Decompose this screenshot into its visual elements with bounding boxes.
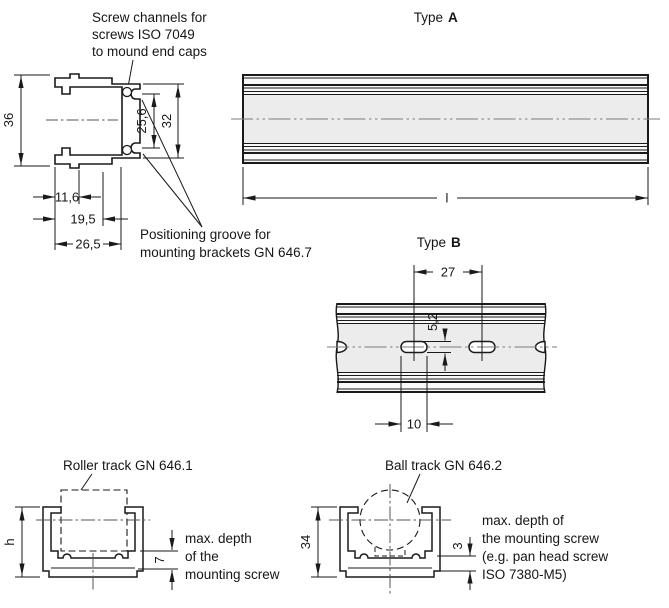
ball-note-line2: the mounting screw (482, 531, 599, 546)
type-a-title-letter: A (448, 10, 458, 25)
ball-note: max. depth of the mounting screw (e.g. p… (482, 513, 608, 582)
roller-note-line1: max. depth (185, 531, 252, 546)
ball-profile-outline (339, 506, 441, 578)
type-b-rail-lines (337, 302, 545, 394)
dimension-slot-pitch: 27 (413, 265, 483, 361)
striation-lines (243, 77, 648, 161)
dim-3-label: 3 (450, 542, 465, 549)
dim-34-label: 34 (298, 535, 313, 549)
dimension-32: 32 (143, 83, 184, 159)
positioning-note-line2: mounting brackets GN 646.7 (140, 245, 312, 260)
type-a-view: Type A l (231, 10, 660, 206)
ball-leader-line (406, 473, 421, 504)
dim-7-label: 7 (152, 556, 167, 563)
dim-25-6-label: 25,6 (134, 108, 149, 133)
ball-track-title: Ball track GN 646.2 (385, 458, 502, 473)
positioning-groove-note: Positioning groove for mounting brackets… (140, 227, 312, 260)
dimension-34: 34 (298, 506, 337, 578)
dim-11-6-label: 11,6 (55, 190, 79, 205)
striation-lines-thick (337, 313, 545, 383)
roller-profile-outline (42, 506, 144, 578)
striation-lines (337, 306, 545, 390)
dim-27-label: 27 (441, 265, 455, 280)
positioning-leader-bottom (142, 153, 203, 228)
dim-36-label: 36 (1, 113, 16, 127)
rail-edges (243, 73, 648, 165)
dim-32-label: 32 (159, 114, 174, 128)
dim-5-2-label: 5,2 (425, 313, 440, 331)
dim-10-label: 10 (407, 417, 421, 432)
positioning-leader-top (141, 99, 203, 228)
dim-length-label: l (446, 191, 449, 206)
type-b-title-letter: B (451, 235, 461, 250)
type-b-rail-center-band (337, 324, 545, 372)
dimension-h: h (2, 506, 40, 578)
roller-note-line3: mounting screw (185, 567, 280, 582)
dimension-length: l (242, 167, 649, 206)
dimension-slot-height: 5,2 (420, 313, 451, 371)
roller-leader-line (80, 473, 93, 491)
dim-19-5-label: 19,5 (70, 212, 95, 227)
dim-h-label: h (2, 538, 17, 545)
roller-note: max. depth of the mounting screw (185, 531, 280, 582)
ball-note-line1: max. depth of (482, 513, 564, 528)
profile-cross-section: Screw channels for screws ISO 7049 to mo… (1, 10, 312, 260)
dimension-36: 36 (1, 74, 50, 167)
dimension-3: 3 (436, 537, 476, 590)
striation-lines-thick (243, 84, 648, 154)
positioning-note-line1: Positioning groove for (140, 227, 271, 242)
dimension-slot-length: 10 (375, 356, 453, 432)
ball-note-line4: ISO 7380-M5) (482, 567, 567, 582)
screw-note-leader-line (127, 59, 134, 88)
ball-track-view: Ball track GN 646.2 34 3 max. depth of t… (298, 458, 608, 596)
type-b-title-prefix: Type (417, 235, 446, 250)
screw-note-line2: screws ISO 7049 (92, 27, 195, 42)
ball-note-line3: (e.g. pan head screw (482, 549, 608, 564)
rail-edges (337, 302, 545, 394)
screw-note-line3: to mound end caps (92, 44, 207, 59)
dimension-7: 7 (138, 530, 178, 590)
dimension-25-6: 25,6 (134, 93, 160, 149)
screw-channels-note: Screw channels for screws ISO 7049 to mo… (92, 10, 207, 59)
roller-track-view: Roller track GN 646.1 h 7 max. depth of … (2, 458, 280, 591)
dim-26-5-label: 26,5 (75, 237, 100, 252)
dimension-widths: 11,6 19,5 26,5 (33, 167, 128, 252)
screw-channel-top-icon (121, 86, 133, 98)
type-b-view: Type B 27 5,2 (327, 235, 557, 432)
roller-note-line2: of the (185, 549, 219, 564)
type-a-title-prefix: Type (414, 10, 443, 25)
screw-note-line1: Screw channels for (92, 10, 207, 25)
roller-track-title: Roller track GN 646.1 (63, 458, 193, 473)
screw-channel-bottom-icon (121, 144, 133, 156)
